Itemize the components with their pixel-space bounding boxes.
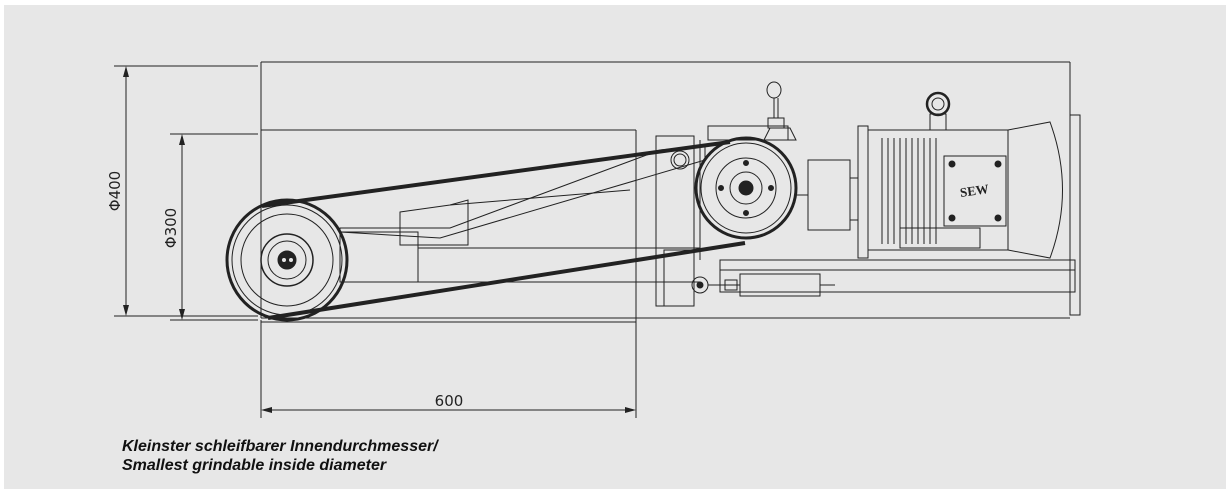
drawing-panel	[4, 5, 1226, 489]
dimension-line-600	[260, 320, 637, 418]
grinding-belt	[261, 140, 746, 320]
dimension-label-400: Φ400	[106, 171, 124, 211]
gearbox	[796, 159, 859, 231]
caption-line-en: Smallest grindable inside diameter	[122, 457, 387, 474]
motor-label: SEW	[959, 181, 990, 200]
drive-housing	[655, 125, 789, 307]
drive-wheel	[694, 136, 798, 240]
tension-handle	[763, 81, 797, 141]
electric-motor	[857, 113, 1063, 259]
eye-bolt	[925, 91, 951, 117]
dimension-label-600: 600	[435, 392, 464, 410]
contact-wheel	[225, 198, 349, 322]
belt-arm	[339, 145, 706, 283]
dimension-line-300	[170, 133, 258, 321]
dimension-line-400	[114, 65, 258, 317]
caption-line-de: Kleinster schleifbarer Innendurchmesser/	[122, 438, 438, 455]
base-slide	[691, 258, 1076, 297]
figure-caption: Kleinster schleifbarer Innendurchmesser/…	[122, 437, 438, 475]
pipe-inner-outline	[261, 129, 637, 323]
pipe-outer-outline	[260, 61, 1081, 319]
dimension-label-300: Φ300	[162, 208, 180, 248]
